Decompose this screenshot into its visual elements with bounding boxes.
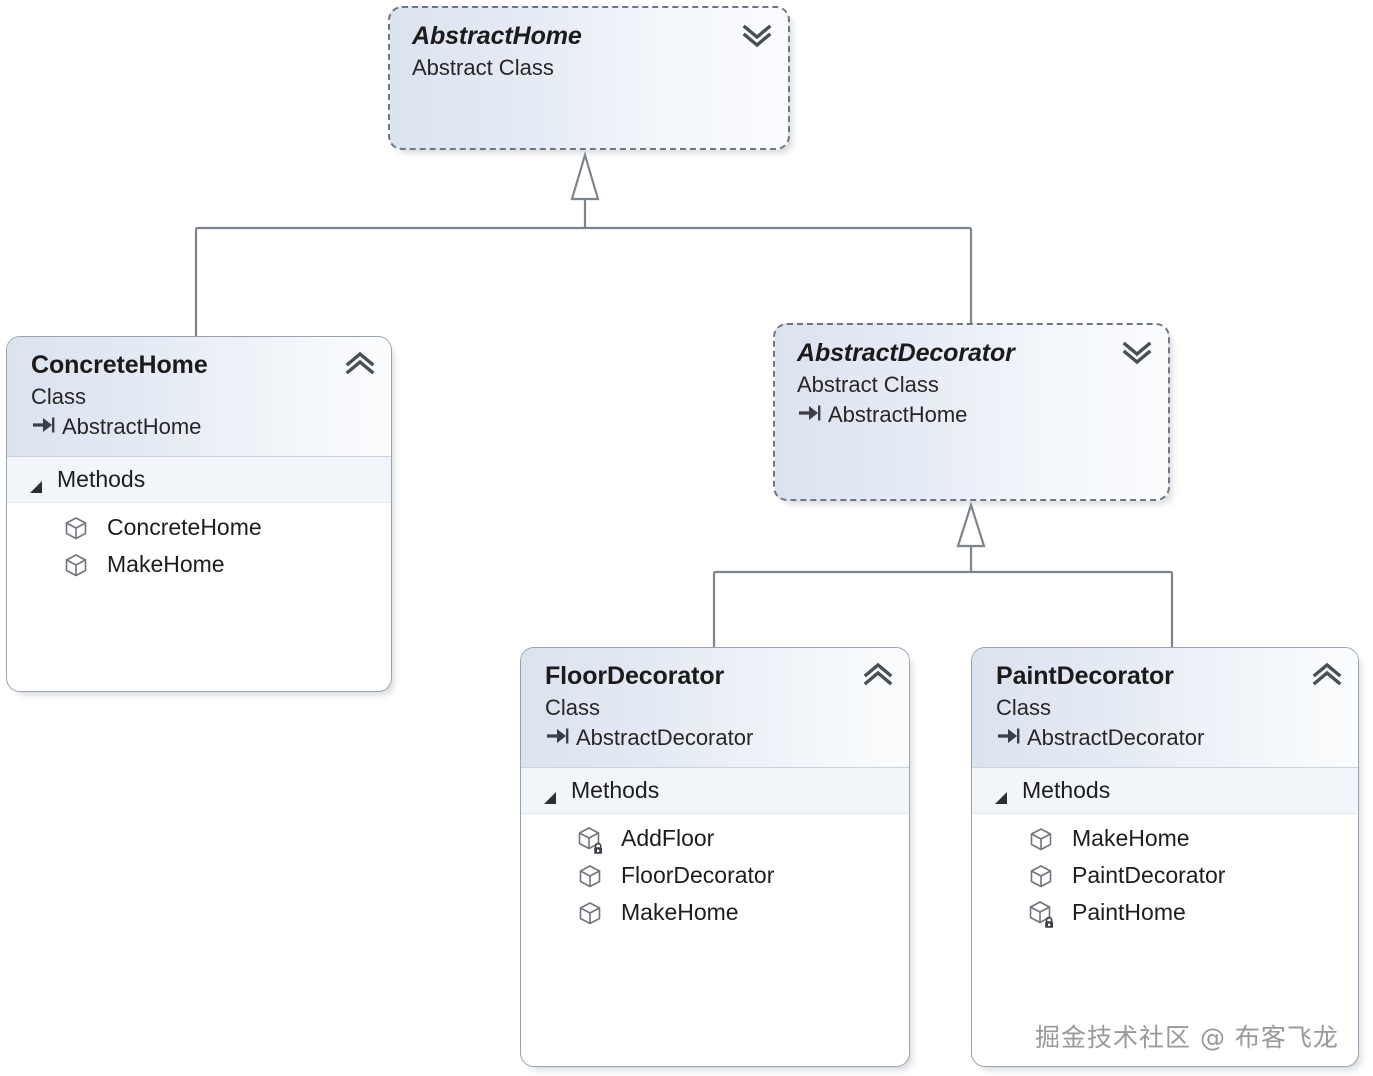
member-row[interactable]: PaintDecorator [972,857,1358,894]
member-name: MakeHome [621,899,739,926]
class-header-paintdecorator: PaintDecorator Class AbstractDecorator [972,648,1358,768]
method-cube-icon [63,515,89,541]
class-stereotype: Class [545,695,601,720]
member-name: PaintHome [1072,899,1186,926]
class-base-row: AbstractDecorator [996,724,1340,752]
member-list-methods: MakeHome PaintDecorator [972,814,1358,942]
double-chevron-up-icon[interactable] [1312,662,1342,688]
section-label: Methods [1022,777,1111,803]
method-cube-icon [63,552,89,578]
section-header-methods[interactable]: Methods [972,768,1358,814]
method-cube-icon [577,900,603,926]
class-base-name: AbstractHome [828,401,968,427]
section-label: Methods [57,466,146,492]
member-row[interactable]: FloorDecorator [521,857,909,894]
method-cube-icon [1028,863,1054,889]
triangle-expanded-icon [29,473,43,493]
class-box-floordecorator[interactable]: FloorDecorator Class AbstractDecorator [520,647,910,1067]
member-name: PaintDecorator [1072,862,1226,889]
member-name: MakeHome [107,551,225,578]
class-header-floordecorator: FloorDecorator Class AbstractDecorator [521,648,909,768]
class-base-name: AbstractHome [62,413,202,439]
member-name: MakeHome [1072,825,1190,851]
generalization-edge-abstracthome [194,198,973,337]
member-row[interactable]: PaintHome [972,894,1358,931]
class-header-abstractdecorator: AbstractDecorator Abstract Class Abstrac… [775,325,1168,440]
member-list-methods: ConcreteHome MakeHome [7,503,391,594]
triangle-expanded-icon [543,784,557,804]
class-stereotype: Class [31,384,87,409]
class-box-paintdecorator[interactable]: PaintDecorator Class AbstractDecorator [971,647,1359,1067]
watermark-text: 掘金技术社区 @ 布客飞龙 [1035,1023,1339,1052]
member-row[interactable]: MakeHome [972,820,1358,857]
section-header-methods[interactable]: Methods [7,457,391,503]
triangle-expanded-icon [994,784,1008,804]
class-stereotype: Abstract Class [412,55,554,80]
class-title: ConcreteHome [31,351,208,379]
class-base-row: AbstractHome [797,401,1150,429]
inheritance-arrow-icon [797,401,821,429]
inheritance-arrow-icon [996,724,1020,752]
member-row[interactable]: ConcreteHome [7,509,391,546]
double-chevron-down-icon[interactable] [1122,339,1152,365]
generalization-edge-abstractdecorator [712,543,1174,648]
class-base-row: AbstractDecorator [545,724,891,752]
generalization-arrowhead-abstractdecorator [956,501,986,548]
method-cube-icon [577,826,603,854]
member-list-methods: AddFloor FloorDecorator [521,814,909,942]
class-base-name: AbstractDecorator [1027,724,1205,750]
class-title: AbstractHome [412,22,582,50]
class-header-concretehome: ConcreteHome Class AbstractHome [7,337,391,457]
section-label: Methods [571,777,660,803]
class-header-abstracthome: AbstractHome Abstract Class [390,8,788,94]
member-name: ConcreteHome [107,514,262,540]
class-stereotype: Abstract Class [797,372,939,397]
member-name: FloorDecorator [621,862,775,889]
class-title: FloorDecorator [545,662,725,690]
inheritance-arrow-icon [545,724,569,752]
generalization-arrowhead-abstracthome [570,151,600,201]
class-box-abstractdecorator[interactable]: AbstractDecorator Abstract Class Abstrac… [773,323,1170,501]
member-row[interactable]: MakeHome [521,894,909,931]
method-cube-icon [1028,826,1054,852]
class-base-name: AbstractDecorator [576,724,754,750]
padlock-icon [594,842,602,854]
section-header-methods[interactable]: Methods [521,768,909,814]
inheritance-arrow-icon [31,413,55,441]
member-row[interactable]: AddFloor [521,820,909,857]
double-chevron-up-icon[interactable] [345,351,375,377]
member-name: AddFloor [621,825,715,851]
class-box-concretehome[interactable]: ConcreteHome Class AbstractHome [6,336,392,692]
method-cube-icon [1028,900,1054,928]
class-stereotype: Class [996,695,1052,720]
double-chevron-up-icon[interactable] [863,662,893,688]
class-title: AbstractDecorator [797,339,1015,367]
double-chevron-down-icon[interactable] [742,22,772,48]
class-box-abstracthome[interactable]: AbstractHome Abstract Class [388,6,790,150]
padlock-icon [1045,916,1053,928]
member-row[interactable]: MakeHome [7,546,391,583]
method-cube-icon [577,863,603,889]
class-base-row: AbstractHome [31,413,373,441]
class-title: PaintDecorator [996,662,1174,690]
